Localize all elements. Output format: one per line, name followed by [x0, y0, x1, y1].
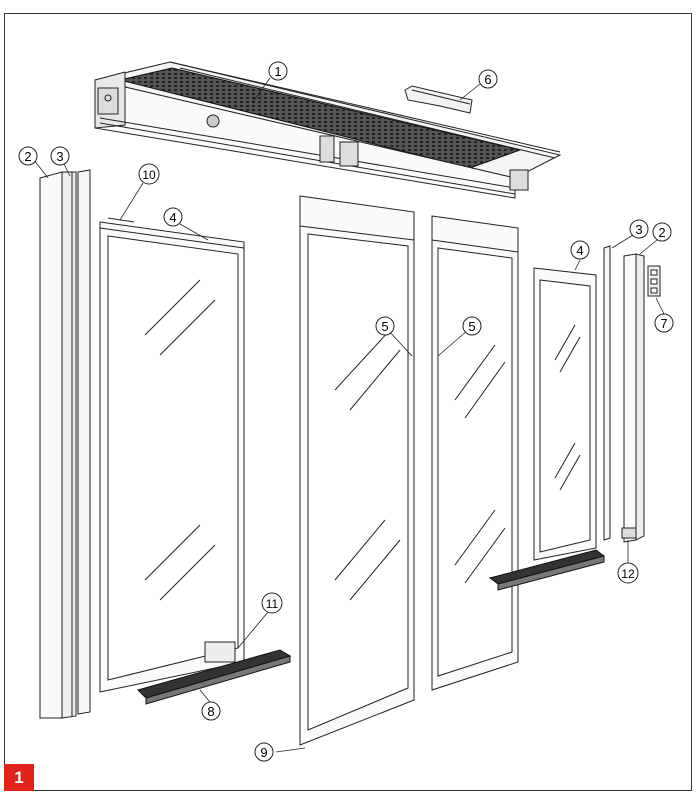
left-seal-profile [77, 169, 91, 715]
callout-label: 5 [468, 319, 475, 334]
callout-label: 2 [658, 225, 665, 240]
sensor-module [647, 265, 661, 297]
callout-label: 12 [621, 567, 635, 581]
callout-label: 9 [260, 745, 267, 760]
callout-3-left: 3 [50, 146, 70, 166]
callout-label: 11 [266, 597, 279, 611]
left-side-profile [39, 171, 77, 719]
callout-2-left: 2 [18, 146, 38, 166]
floor-guide-left [137, 649, 292, 705]
callout-1: 1 [268, 61, 288, 81]
callout-leaders [33, 77, 665, 753]
callout-7: 7 [654, 313, 674, 333]
callout-8: 8 [201, 701, 221, 721]
right-side-profile [621, 253, 645, 543]
callout-10: 10 [138, 163, 160, 185]
callout-label: 3 [635, 222, 642, 237]
right-seal-profile [603, 245, 611, 541]
floor-guide-right [488, 549, 606, 591]
callout-5-right: 5 [462, 316, 482, 336]
diagram-frame [4, 13, 692, 791]
callout-12: 12 [617, 562, 639, 584]
mounting-bracket [404, 85, 473, 114]
callout-label: 2 [24, 149, 31, 164]
callout-3-right: 3 [629, 219, 649, 239]
figure-number-badge: 1 [4, 764, 34, 791]
sliding-leaf-right [431, 215, 519, 691]
sliding-leaf-left [299, 195, 415, 746]
callout-label: 3 [56, 149, 63, 164]
callout-4-right: 4 [570, 240, 590, 260]
callout-6: 6 [478, 69, 498, 89]
callout-9: 9 [254, 742, 274, 762]
operator-header [94, 61, 562, 199]
callout-5-left: 5 [375, 316, 395, 336]
callout-11: 11 [261, 592, 283, 614]
callout-label: 10 [142, 168, 156, 182]
callout-label: 4 [576, 243, 583, 258]
callout-label: 7 [660, 316, 667, 331]
callout-2-right: 2 [652, 222, 672, 242]
callout-4-left: 4 [163, 207, 183, 227]
right-side-panel [533, 267, 597, 561]
callout-label: 4 [169, 210, 176, 225]
callout-label: 6 [484, 72, 491, 87]
left-side-panel [99, 217, 245, 693]
callout-label: 5 [381, 319, 388, 334]
callout-label: 1 [274, 64, 281, 79]
callout-label: 8 [207, 704, 214, 719]
